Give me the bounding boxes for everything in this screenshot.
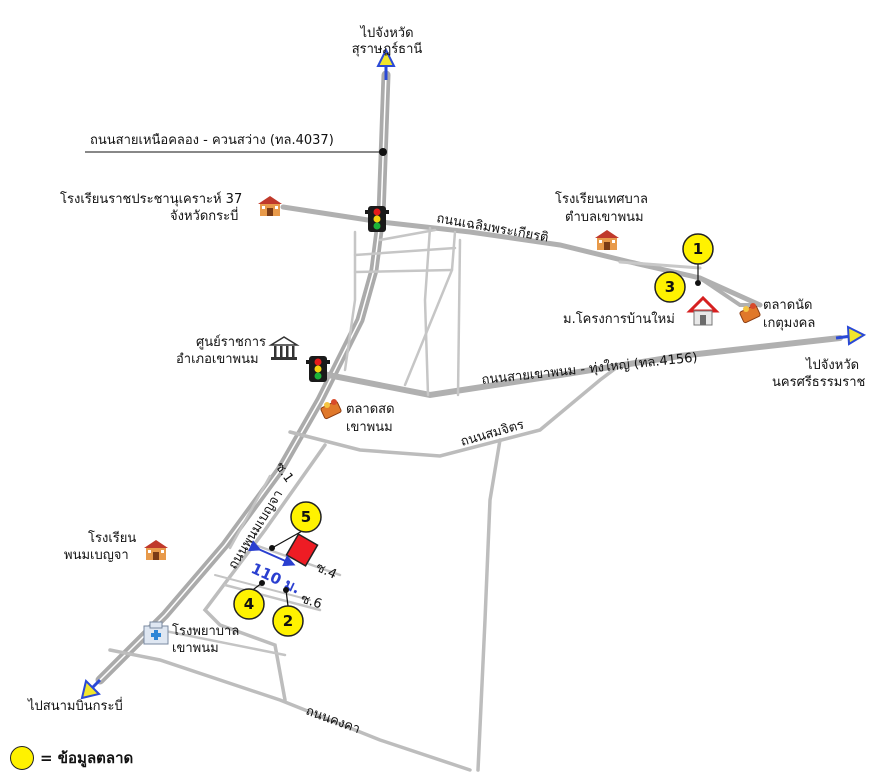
market-marker-2: 2 (272, 587, 304, 637)
khongkha-road (108, 648, 472, 772)
market-marker-1: 1 (682, 233, 714, 286)
east-destination-line1: ไปจังหวัด (805, 357, 859, 373)
market-fresh-line2: เขาพนม (346, 420, 393, 435)
svg-text:5: 5 (301, 508, 311, 526)
market-marker-3: 3 (654, 271, 686, 303)
market-icon (320, 399, 342, 420)
hospital-line1: โรงพยาบาล (172, 623, 239, 639)
school-icon (595, 230, 619, 250)
highway-4156-road (315, 335, 843, 399)
market-marker-4: 4 (233, 580, 265, 620)
east-arrow-icon (835, 325, 867, 346)
svg-text:3: 3 (665, 278, 675, 296)
market-kasetmongkol-line1: ตลาดนัด (763, 298, 812, 313)
north-destination-line2: สุราษฎร์ธานี (352, 41, 423, 57)
highway-4037-label: ถนนสายเหนือคลอง - ควนสว่าง (ทล.4037) (90, 132, 334, 148)
school-icon (258, 196, 282, 216)
roads (95, 70, 843, 772)
soi6-label: ซ.6 (299, 592, 324, 613)
traffic-light-icon (365, 206, 389, 232)
school-rajaprachanukroh-line1: โรงเรียนราชประชานุเคราะห์ 37 (60, 191, 242, 207)
legend-text: = ข้อมูลตลาด (40, 749, 134, 767)
market-marker-5: 5 (269, 501, 322, 551)
svg-text:4: 4 (244, 595, 254, 613)
somjit-road (288, 363, 622, 458)
legend: = ข้อมูลตลาด (10, 746, 133, 770)
target-market-building (285, 533, 319, 567)
project-home-label: ม.โครงการบ้านใหม่ (563, 311, 675, 327)
house-icon (686, 295, 720, 326)
hospital-icon (143, 621, 169, 645)
southwest-destination: ไปสนามบินกระบี่ (27, 697, 123, 714)
school-phanombenja-line2: พนมเบญจา (64, 548, 129, 563)
school-rajaprachanukroh-line2: จังหวัดกระบี่ (170, 207, 238, 224)
north-destination-line1: ไปจังหวัด (359, 25, 413, 41)
chaloem-road-label: ถนนเฉลิมพระเกียรติ (435, 210, 549, 245)
government-icon (268, 336, 300, 360)
school-phanombenja-line1: โรงเรียน (88, 530, 136, 546)
highway-4037-road (95, 70, 391, 685)
market-icon (739, 303, 761, 324)
distance-arrow-icon (248, 540, 296, 567)
east-destination-line2: นครศรีธรรมราช (772, 374, 866, 390)
school-icon (144, 540, 168, 560)
soi4-label: ซ.4 (313, 560, 339, 583)
somjit-road-label: ถนนสมจิตร (459, 417, 526, 449)
school-municipal-line1: โรงเรียนเทศบาล (555, 191, 648, 207)
southwest-arrow-icon (80, 678, 102, 700)
traffic-light-icon (306, 356, 330, 382)
school-municipal-line2: ตำบลเขาพนม (565, 210, 644, 225)
government-center-line1: ศูนย์ราชการ (196, 334, 266, 350)
north-arrow-icon (376, 47, 396, 80)
market-fresh-line1: ตลาดสด (346, 402, 395, 417)
soi1-road (228, 474, 272, 550)
soi6-road (223, 583, 322, 612)
highway-4156-label: ถนนสายเขาพนม - ทุ่งใหญ่ (ทล.4156) (481, 349, 699, 388)
khongkha-road-label: ถนนคงคา (304, 704, 362, 737)
svg-text:2: 2 (283, 612, 293, 630)
market-kasetmongkol-line2: เกตุมงคล (763, 316, 815, 331)
legend-marker-icon (10, 746, 34, 770)
svg-text:1: 1 (693, 240, 703, 258)
hospital-line2: เขาพนม (172, 641, 219, 656)
government-center-line2: อำเภอเขาพนม (176, 352, 259, 367)
